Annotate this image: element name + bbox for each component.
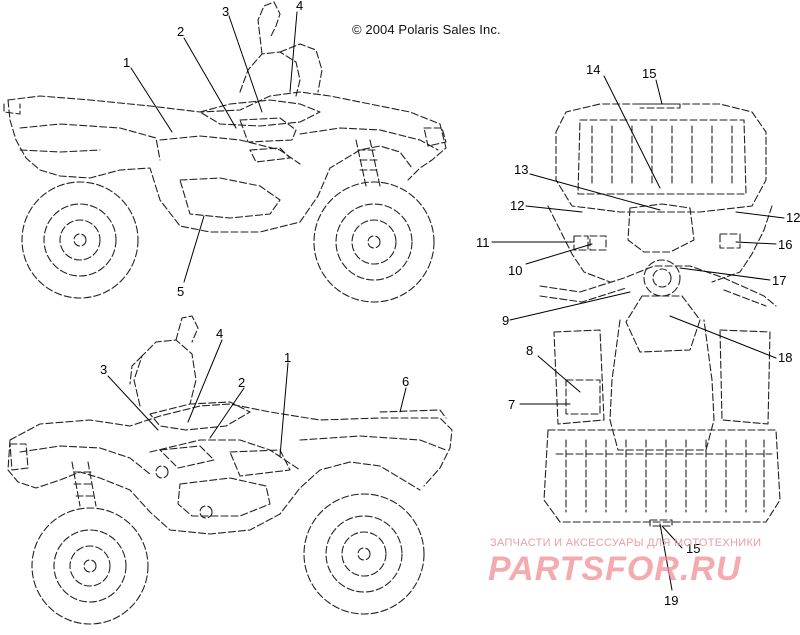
callout-side-top-2: 2: [177, 24, 184, 39]
callout-top-15-top: 15: [642, 66, 656, 81]
leader-lines: [107, 11, 785, 591]
callout-top-19: 19: [664, 593, 678, 608]
callout-top-11: 11: [476, 235, 490, 250]
callout-top-8: 8: [526, 343, 533, 358]
atv-side-view-left: [7, 315, 453, 625]
callout-top-16: 16: [778, 237, 792, 252]
callout-top-9: 9: [502, 313, 509, 328]
callout-side-top-5: 5: [177, 284, 184, 299]
callout-side-bottom-4: 4: [216, 326, 223, 341]
watermark-logo: PARTSFOR.RU: [488, 550, 742, 588]
callout-side-top-4: 4: [296, 0, 303, 13]
copyright-notice: © 2004 Polaris Sales Inc.: [352, 22, 501, 37]
callout-top-12-right: 12: [786, 210, 800, 225]
callout-labels: 1 2 3 4 5 1 2 3 4 6 7 8 9 10 11 12 12 13…: [100, 0, 800, 608]
callout-top-17: 17: [772, 273, 786, 288]
callout-top-10: 10: [508, 263, 522, 278]
atv-top-view: [539, 103, 781, 527]
callout-top-15-bottom: 15: [686, 541, 700, 556]
callout-top-18: 18: [778, 350, 792, 365]
callout-side-bottom-2: 2: [238, 375, 245, 390]
callout-side-bottom-1: 1: [284, 350, 291, 365]
callout-side-top-3: 3: [222, 4, 229, 19]
callout-top-13: 13: [514, 162, 528, 177]
watermark-subtitle: ЗАПЧАСТИ И АКСЕССУАРЫ ДЛЯ МОТОТЕХНИКИ: [490, 537, 762, 549]
callout-top-14: 14: [586, 62, 600, 77]
callout-top-7: 7: [508, 397, 515, 412]
callout-top-12-left: 12: [510, 198, 524, 213]
callout-side-bottom-6: 6: [402, 374, 409, 389]
callout-side-top-1: 1: [123, 55, 130, 70]
callout-side-bottom-3: 3: [100, 362, 107, 377]
atv-side-view-right: [3, 1, 447, 303]
